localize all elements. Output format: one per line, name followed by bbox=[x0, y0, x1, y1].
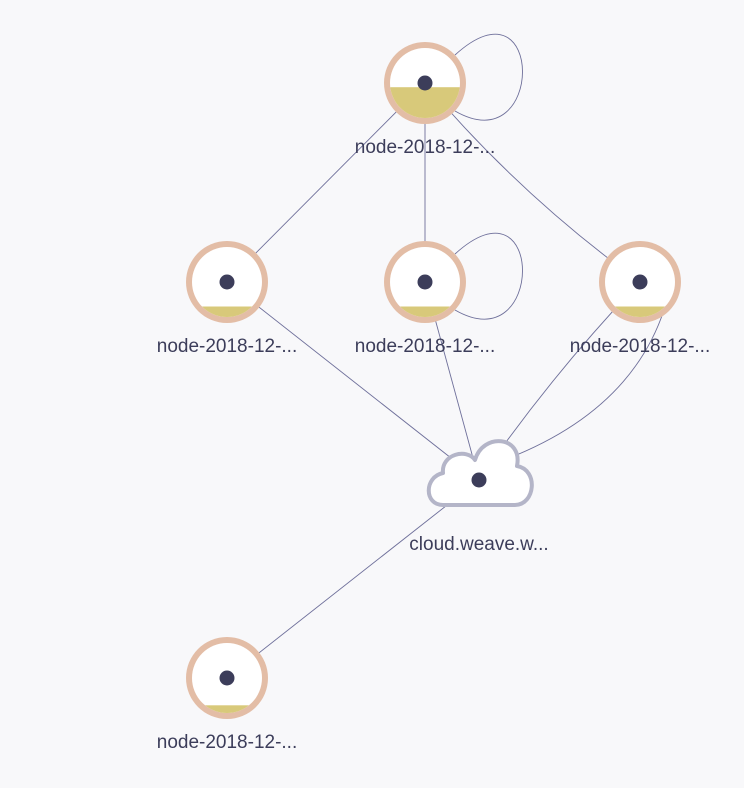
node-n_right[interactable]: node-2018-12-... bbox=[570, 241, 711, 357]
node-n_left[interactable]: node-2018-12-... bbox=[157, 241, 298, 357]
edge-n_right-cloud-alt bbox=[503, 309, 665, 461]
nodes-layer: node-2018-12-... node-2018-12-... node-201… bbox=[157, 42, 711, 753]
node-label: cloud.weave.w... bbox=[409, 534, 548, 555]
center-dot bbox=[417, 274, 433, 290]
center-dot bbox=[417, 75, 433, 91]
node-label: node-2018-12-... bbox=[355, 137, 496, 158]
node-label: node-2018-12-... bbox=[157, 732, 298, 753]
node-label: node-2018-12-... bbox=[355, 336, 496, 357]
edge-n_left-cloud bbox=[226, 281, 480, 481]
edge-n_top-n_top bbox=[454, 33, 523, 121]
usage-fill bbox=[390, 306, 460, 317]
node-n_mid[interactable]: node-2018-12-... bbox=[355, 241, 496, 357]
center-dot bbox=[632, 274, 648, 290]
edge-cloud-n_bottom bbox=[226, 479, 480, 679]
node-n_top[interactable]: node-2018-12-... bbox=[355, 42, 496, 158]
node-cloud[interactable]: cloud.weave.w... bbox=[409, 439, 549, 555]
usage-fill bbox=[192, 705, 262, 713]
node-n_bottom[interactable]: node-2018-12-... bbox=[157, 637, 298, 753]
node-label: node-2018-12-... bbox=[570, 336, 711, 357]
node-label: node-2018-12-... bbox=[157, 336, 298, 357]
edge-n_mid-n_mid bbox=[454, 232, 523, 320]
center-dot bbox=[471, 472, 487, 488]
center-dot bbox=[219, 670, 235, 686]
usage-fill bbox=[605, 306, 675, 317]
center-dot bbox=[219, 274, 235, 290]
edge-n_top-n_left bbox=[226, 82, 426, 283]
usage-fill bbox=[192, 306, 262, 317]
